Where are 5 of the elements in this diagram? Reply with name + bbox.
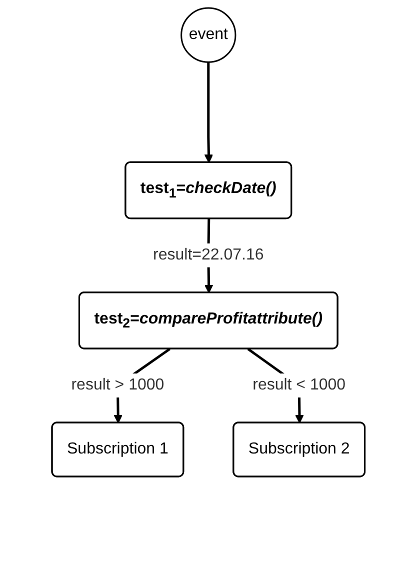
- edge-label: result=22.07.16: [152, 246, 264, 264]
- node-circle: event: [180, 7, 236, 63]
- arrow: [204, 62, 213, 164]
- edge-label: result > 1000: [70, 376, 164, 394]
- edge-label: result < 1000: [252, 376, 346, 394]
